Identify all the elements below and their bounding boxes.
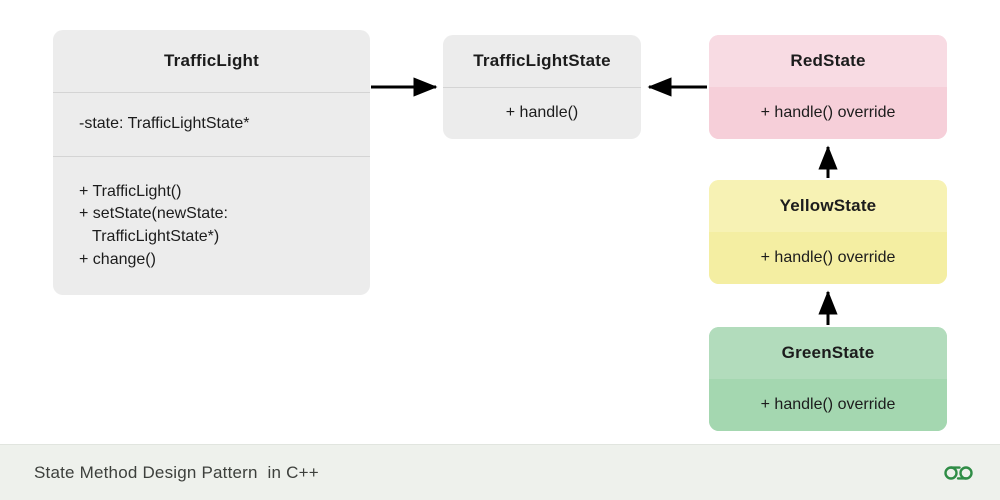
class-attributes-trafficlight: -state: TrafficLightState*: [53, 93, 370, 156]
class-operations-trafficlightstate: + handle(): [443, 88, 641, 139]
operation-row: + change(): [79, 250, 156, 268]
class-box-trafficlight[interactable]: TrafficLight -state: TrafficLightState* …: [53, 30, 370, 295]
class-divider: [53, 92, 370, 93]
class-operations-yellowstate: + handle() override: [709, 232, 947, 284]
gfg-glyph: [944, 465, 973, 480]
class-box-greenstate[interactable]: GreenState + handle() override: [709, 327, 947, 431]
class-divider: [53, 156, 370, 157]
class-divider: [443, 87, 641, 88]
operation-row: + handle() override: [760, 395, 896, 413]
operation-row: + handle() override: [760, 103, 896, 121]
class-operations-greenstate: + handle() override: [709, 379, 947, 431]
geeksforgeeks-logo: [942, 461, 976, 485]
footer-bar: State Method Design Pattern in C++: [0, 444, 1000, 500]
operation-row: + setState(newState:: [79, 205, 228, 223]
operation-row: + handle() override: [760, 248, 896, 266]
class-title-greenstate: GreenState: [709, 327, 947, 379]
class-operations-trafficlight: + TrafficLight() + setState(newState: Tr…: [53, 157, 370, 295]
class-title-trafficlightstate: TrafficLightState: [473, 51, 611, 70]
class-title-redstate: RedState: [709, 35, 947, 87]
class-box-yellowstate[interactable]: YellowState + handle() override: [709, 180, 947, 284]
class-title-yellowstate: YellowState: [709, 180, 947, 232]
operation-row: TrafficLightState*): [79, 228, 220, 245]
attribute-row: -state: TrafficLightState*: [79, 115, 250, 133]
class-box-redstate[interactable]: RedState + handle() override: [709, 35, 947, 139]
operation-row: + TrafficLight(): [79, 182, 182, 200]
class-operations-redstate: + handle() override: [709, 87, 947, 139]
footer-caption: State Method Design Pattern in C++: [34, 462, 319, 482]
class-box-trafficlightstate[interactable]: TrafficLightState + handle(): [443, 35, 641, 139]
class-title-trafficlight: TrafficLight: [164, 51, 259, 70]
operation-row: + handle(): [505, 104, 579, 122]
